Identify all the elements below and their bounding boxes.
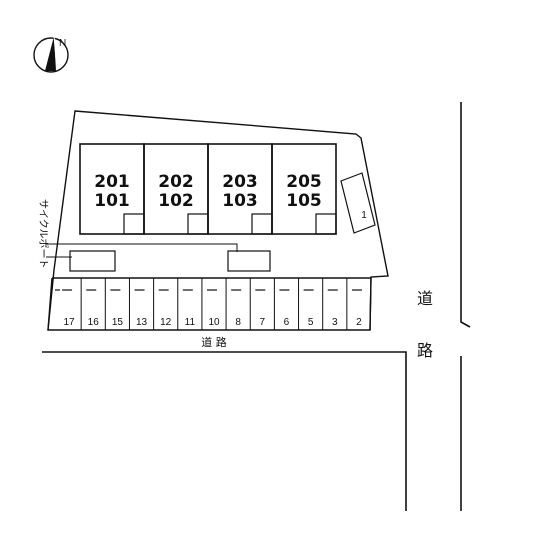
parking-slot-number: 8 (235, 317, 241, 328)
unit-lower-number: 105 (286, 191, 322, 211)
unit-upper-number: 205 (286, 172, 322, 192)
road-edge-bottom (42, 351, 407, 511)
parking-slot-number: 12 (160, 317, 172, 328)
road-right-label-char: 道 (417, 289, 433, 308)
parking-slot-number: 15 (112, 317, 124, 328)
parking-slot-number: 11 (185, 317, 196, 328)
parking-slot-right: 1 (340, 172, 376, 234)
cycle-port-label: サイクルポート (37, 199, 49, 269)
svg-text:N: N (59, 38, 66, 49)
unit-upper-number: 203 (222, 172, 258, 192)
parking-row: 17 16 15 13 12 11 10 8 7 6 5 3 2 (47, 277, 372, 331)
road-right-label-char: 路 (417, 341, 433, 360)
cycle-port: サイクルポート (37, 199, 271, 272)
parking-slot-number: 6 (284, 317, 290, 328)
cycle-port-box-2 (227, 250, 271, 272)
road-bottom-label: 道 路 (201, 335, 227, 349)
unit-entrance-2 (187, 213, 209, 235)
unit-entrance-3 (251, 213, 273, 235)
road-edge-right-upper (460, 102, 471, 328)
unit-entrance-4 (315, 213, 337, 235)
unit-lower-number: 103 (222, 191, 258, 211)
parking-slot-number: 3 (332, 317, 338, 328)
unit-lower-number: 102 (158, 191, 194, 211)
parking-slot-number: 13 (136, 317, 148, 328)
building: 201 101 202 102 203 103 205 105 (79, 143, 337, 235)
unit-upper-number: 202 (158, 172, 194, 192)
unit-lower-number: 101 (94, 191, 130, 211)
roads: 道 路 道 路 (42, 102, 471, 511)
parking-slot-number: 5 (308, 317, 314, 328)
lot-boundary (47, 110, 389, 331)
unit-entrance-1 (123, 213, 145, 235)
parking-slot-number: 10 (208, 317, 220, 328)
parking-slot-number: 17 (64, 317, 76, 328)
parking-slot-number: 16 (88, 317, 100, 328)
parking-slot-right-number: 1 (361, 210, 367, 221)
unit-box-4 (271, 143, 337, 235)
north-arrow-icon: N (33, 35, 69, 73)
parking-slot-number: 7 (260, 317, 266, 328)
parking-slot-number: 2 (356, 317, 362, 328)
cycle-port-box-1 (69, 250, 116, 272)
unit-upper-number: 201 (94, 172, 130, 192)
